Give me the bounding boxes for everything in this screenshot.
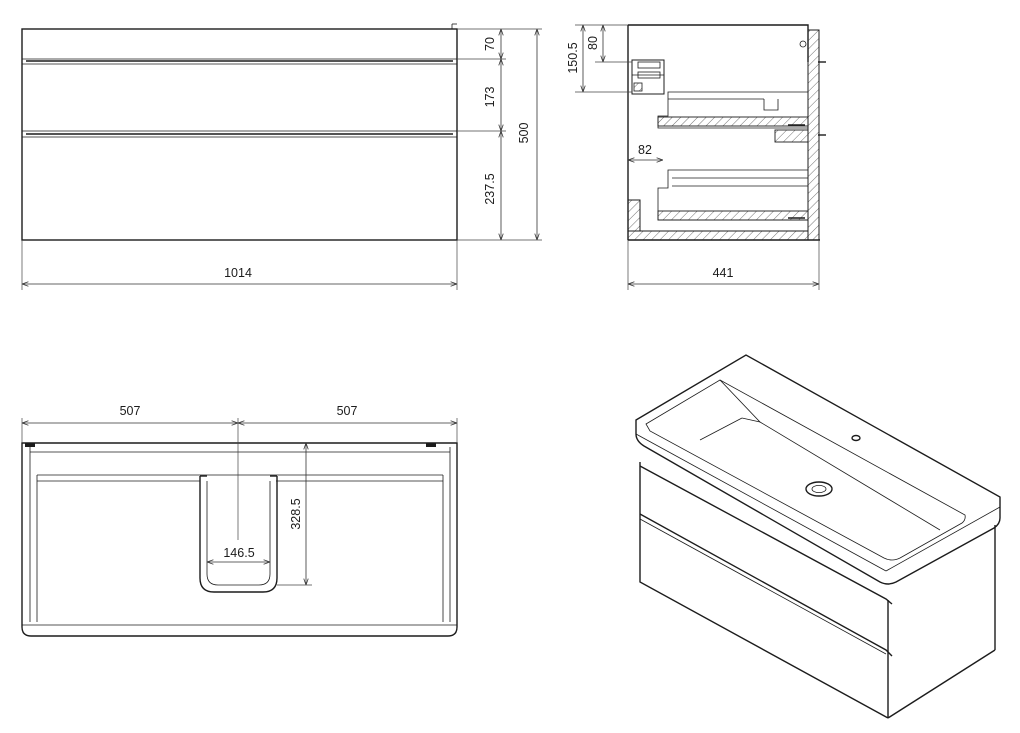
- front-view: 70 173 237.5 500 1014: [21, 23, 542, 290]
- dim-front-width: 1014: [224, 266, 252, 280]
- front-outline: [21, 28, 458, 241]
- top-section-view: 507 507 146.5 328.5: [21, 404, 458, 637]
- dim-drawer-bottom: 237.5: [483, 173, 497, 204]
- dim-side-depth: 441: [713, 266, 734, 280]
- dim-drawer-top: 70: [483, 37, 497, 51]
- dim-side-cutout: 82: [638, 143, 652, 157]
- dim-side-top-offset: 150.5: [566, 42, 580, 73]
- dim-top-right-half: 507: [337, 404, 358, 418]
- side-section-view: 150.5 80 82 441: [566, 24, 826, 290]
- dim-top-left-half: 507: [120, 404, 141, 418]
- dim-drawer-mid: 173: [483, 87, 497, 108]
- dim-siphon-width: 146.5: [223, 546, 254, 560]
- isometric-view: [635, 354, 1001, 719]
- dim-siphon-depth: 328.5: [289, 498, 303, 529]
- dim-side-top-gap: 80: [586, 36, 600, 50]
- dim-total-height: 500: [517, 123, 531, 144]
